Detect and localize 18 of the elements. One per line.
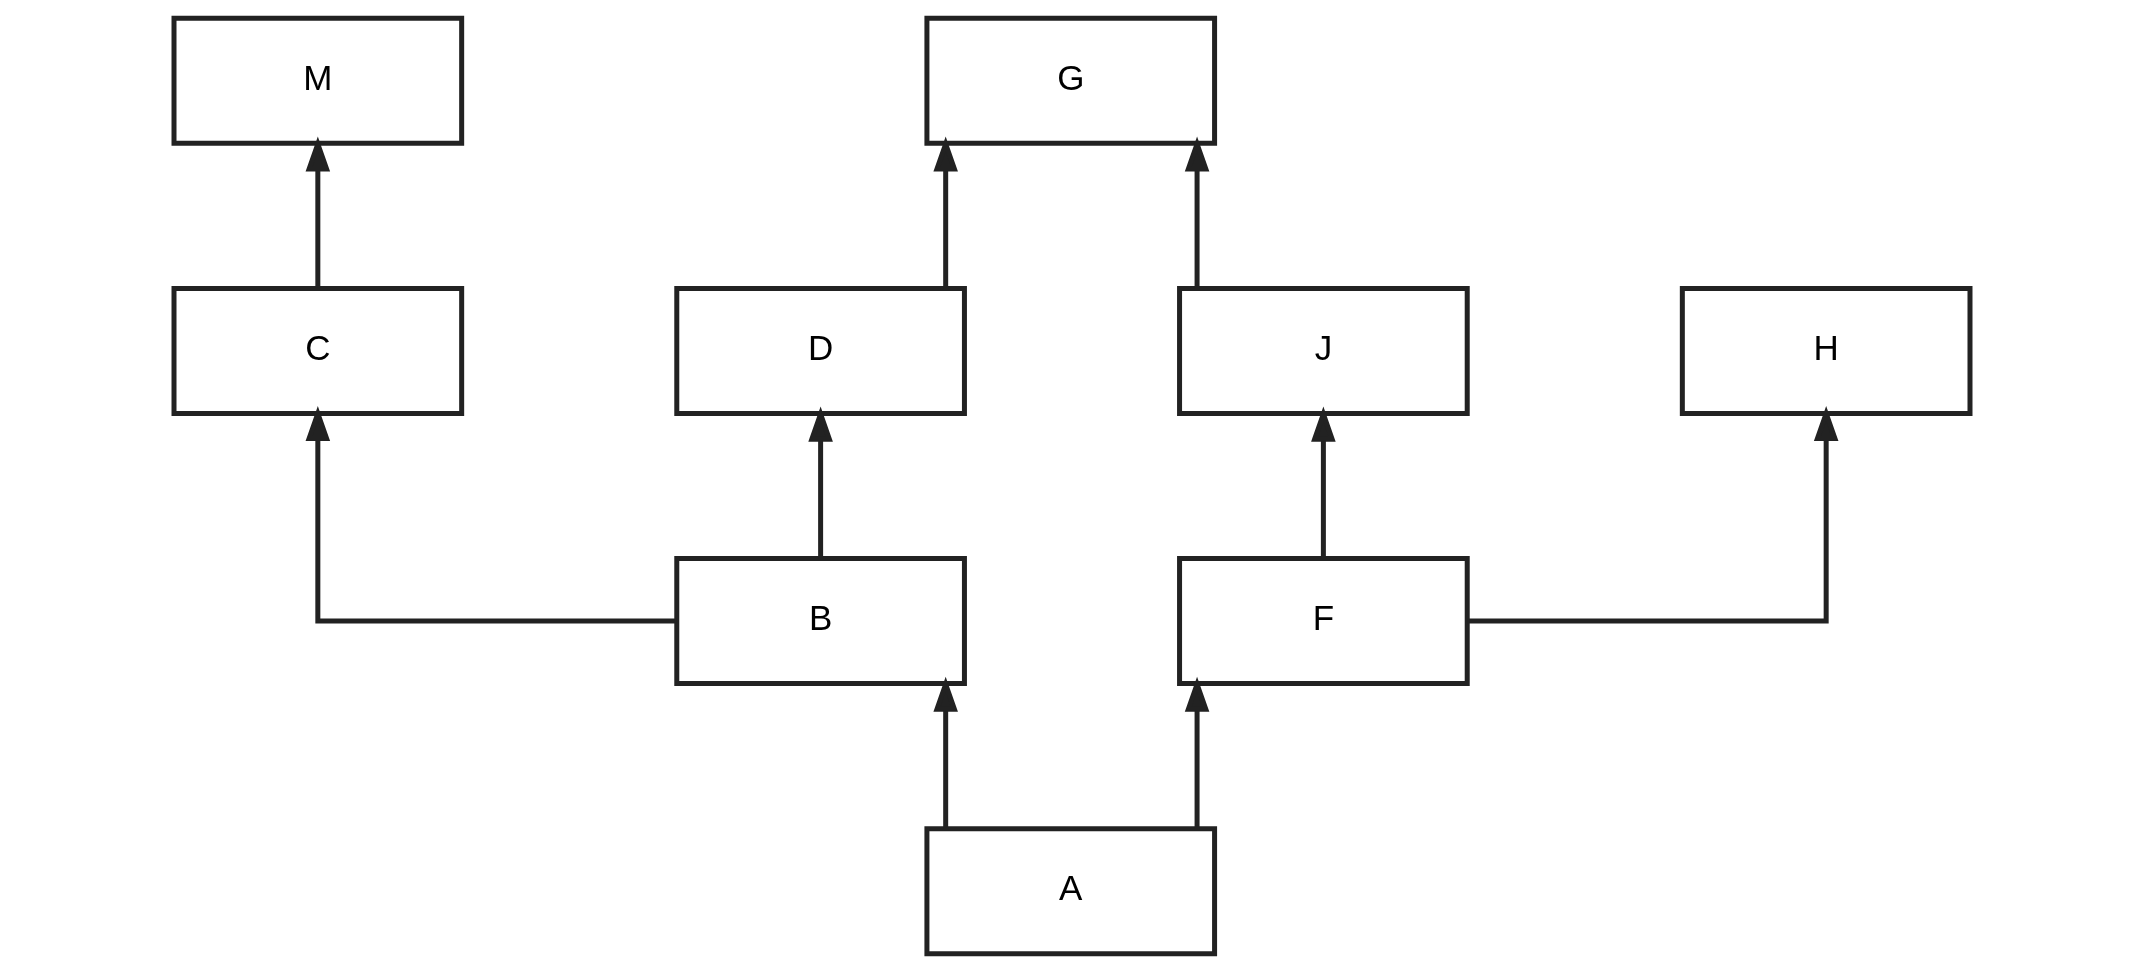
node-box: J [1177, 285, 1470, 416]
node-box: F [1177, 556, 1470, 687]
arrow [1184, 676, 1210, 829]
arrow [305, 136, 331, 289]
arrow [1184, 136, 1210, 289]
node-box: B [674, 556, 967, 687]
arrow [933, 676, 958, 829]
arrow [305, 406, 677, 624]
node-box: H [1679, 285, 1973, 416]
arrow [808, 406, 833, 559]
node-box: C [171, 285, 465, 416]
node-box: G [924, 15, 1218, 146]
arrow [1311, 406, 1336, 559]
arrow [933, 136, 958, 289]
node-box: D [674, 285, 967, 416]
arrow [1467, 406, 1839, 624]
node-box: A [924, 826, 1218, 957]
node-box: M [171, 15, 465, 146]
